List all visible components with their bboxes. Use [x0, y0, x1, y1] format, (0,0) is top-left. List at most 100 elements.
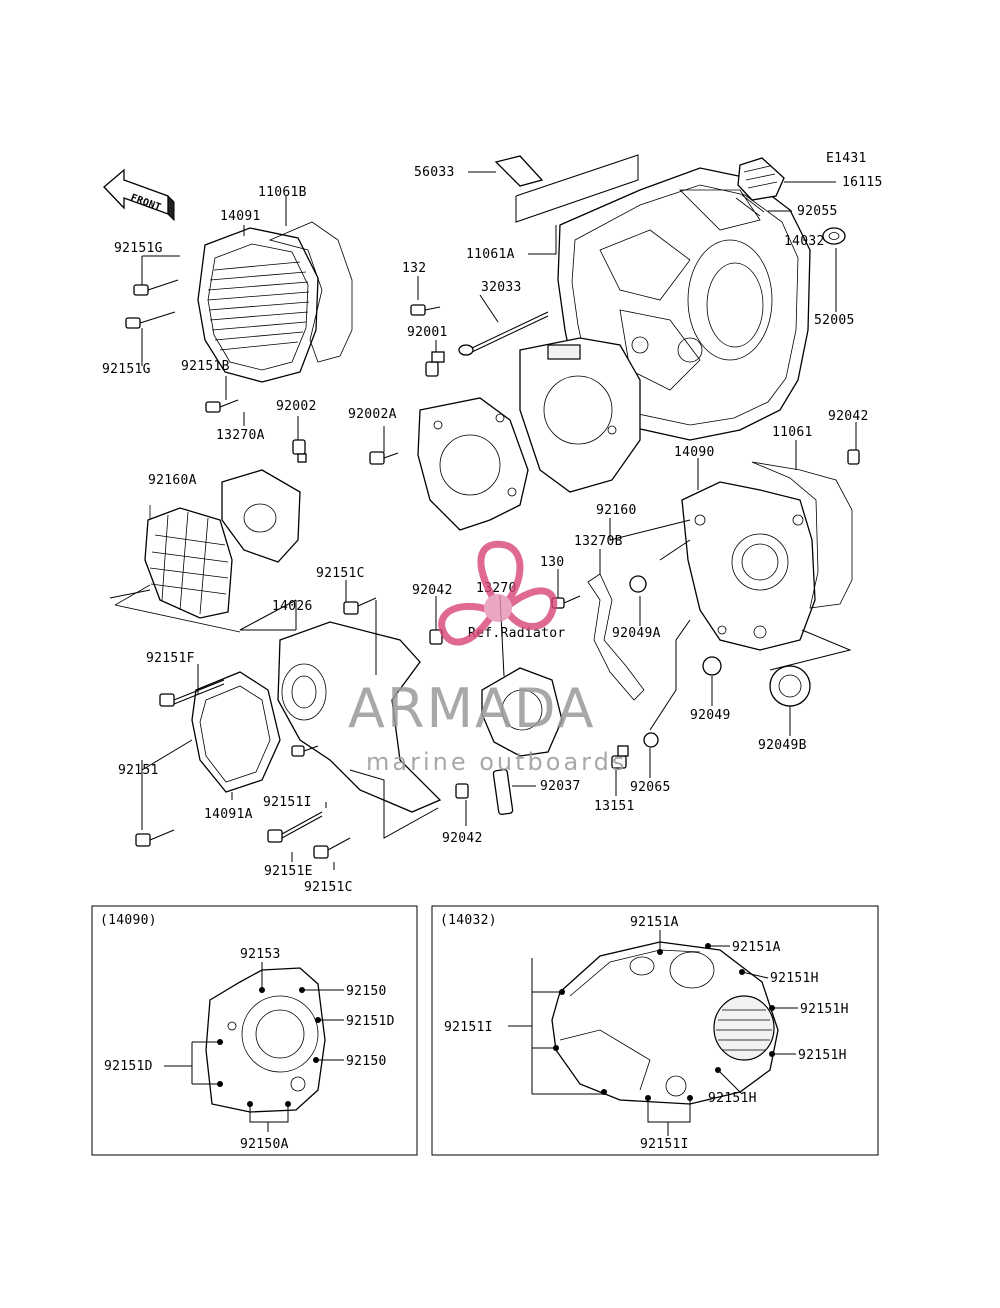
oring-92065	[643, 732, 659, 748]
inset-14032: (14032) 92151A 92151A 92151H 92151H 9215…	[431, 905, 879, 1156]
sprocket-cover-outer	[519, 337, 641, 493]
label-11061A: 11061A	[466, 247, 515, 262]
inset-14032-label-92151H-b: 92151H	[800, 1002, 849, 1017]
label-14032: 14032	[784, 234, 825, 249]
water-pump-13270	[481, 667, 563, 757]
bolt-92151	[135, 829, 175, 847]
gasket-11061B	[268, 221, 353, 363]
label-92049A: 92049A	[612, 626, 661, 641]
label-11061B: 11061B	[258, 185, 307, 200]
label-92002A: 92002A	[348, 407, 397, 422]
watermark: ARMADA marine outboards	[348, 540, 627, 776]
inset-14032-label-92151A-a: 92151A	[630, 915, 679, 930]
label-14091: 14091	[220, 209, 261, 224]
inset-14032-label-92151H-c: 92151H	[798, 1048, 847, 1063]
inset-14090-title: (14090)	[100, 913, 157, 928]
seal-52005	[822, 227, 846, 245]
inset-14032-label-92151A-b: 92151A	[732, 940, 781, 955]
inset-14090-label-92150-b: 92150	[346, 1054, 387, 1069]
cover-14091A	[191, 671, 281, 793]
watermark-tagline: marine outboards	[366, 748, 627, 776]
watermark-brand: ARMADA	[348, 677, 596, 740]
inset-14090-label-92151D-b: 92151D	[104, 1059, 153, 1074]
label-92001: 92001	[407, 325, 448, 340]
inset-14090-label-92153: 92153	[240, 947, 281, 962]
filler-cap-16115	[735, 157, 785, 217]
label-92151E: 92151E	[264, 864, 313, 879]
water-pump-cover-14090	[681, 481, 816, 651]
gasket-13270B	[587, 573, 645, 701]
bolt-92001	[425, 351, 445, 377]
dowel-92042-c	[455, 783, 469, 799]
bolt-92151I	[291, 745, 319, 757]
label-32033: 32033	[481, 280, 522, 295]
label-13270A: 13270A	[216, 428, 265, 443]
part-number-labels: 56033 16115 92055 14032 11061A 52005 132…	[102, 165, 883, 895]
diagram-code: E1431	[826, 151, 867, 166]
label-ref-radiator: Ref.Radiator	[468, 626, 566, 641]
propeller-logo-icon	[438, 540, 558, 646]
inset-14032-label-92151H-d: 92151H	[708, 1091, 757, 1106]
label-92160A: 92160A	[148, 473, 197, 488]
label-92151: 92151	[118, 763, 159, 778]
bolt-92151E	[267, 811, 323, 843]
bolt-132	[410, 304, 441, 316]
inset-14032-label-92151I-b: 92151I	[640, 1137, 689, 1152]
label-92042-c: 92042	[442, 831, 483, 846]
bolt-92151F	[159, 679, 225, 707]
label-56033: 56033	[414, 165, 455, 180]
inset-14032-title: (14032)	[440, 913, 497, 928]
label-14090: 14090	[674, 445, 715, 460]
oring-92049A	[629, 575, 647, 593]
bolt-92002A	[369, 451, 399, 465]
bolt-92151G-b	[125, 311, 176, 329]
inset-14090-label-92151D-a: 92151D	[346, 1014, 395, 1029]
label-92151B: 92151B	[181, 359, 230, 374]
fitting-13151	[611, 745, 629, 769]
label-132: 132	[402, 261, 426, 276]
inset-14032-label-92151H-a: 92151H	[770, 971, 819, 986]
label-130: 130	[540, 555, 564, 570]
label-92151G-a: 92151G	[114, 241, 163, 256]
cover-92160A	[144, 507, 233, 619]
label-11061: 11061	[772, 425, 813, 440]
label-14091A: 14091A	[204, 807, 253, 822]
leader-lines	[109, 154, 857, 870]
label-92160: 92160	[596, 503, 637, 518]
label-92055: 92055	[797, 204, 838, 219]
label-13270B: 13270B	[574, 534, 623, 549]
label-92042-b: 92042	[412, 583, 453, 598]
pin-92037	[492, 768, 514, 816]
label-92151I: 92151I	[263, 795, 312, 810]
bolt-32033	[458, 311, 549, 356]
label-92049B: 92049B	[758, 738, 807, 753]
bolt-92151G-a	[133, 279, 179, 296]
label-92002: 92002	[276, 399, 317, 414]
inset-14090: (14090) 92153 92150 92151D 92150 92151D …	[91, 905, 418, 1156]
bolt-92151C-b	[313, 837, 351, 859]
inset-14090-label-92150-a: 92150	[346, 984, 387, 999]
label-92151G-b: 92151G	[102, 362, 151, 377]
label-92151C-b: 92151C	[304, 880, 353, 895]
bolt-92151C-a	[343, 597, 377, 615]
sticker-56033	[494, 155, 544, 187]
inset-14032-label-92151I-a: 92151I	[444, 1020, 493, 1035]
sprocket-cover-inner	[417, 397, 529, 531]
gasket-11061	[751, 461, 853, 609]
label-92049: 92049	[690, 708, 731, 723]
seal-92049B	[769, 665, 811, 707]
label-16115: 16115	[842, 175, 883, 190]
label-14026: 14026	[272, 599, 313, 614]
label-92037: 92037	[540, 779, 581, 794]
label-92151F: 92151F	[146, 651, 195, 666]
label-92151C-a: 92151C	[316, 566, 365, 581]
plug-92002	[292, 439, 307, 463]
inset-14090-label-92150A: 92150A	[240, 1137, 289, 1152]
dowel-92042-a	[847, 449, 860, 465]
front-arrow-icon: FRONT	[103, 168, 175, 222]
label-92042-a: 92042	[828, 409, 869, 424]
chain-cover-14026	[277, 621, 442, 813]
oring-92049	[702, 656, 722, 676]
